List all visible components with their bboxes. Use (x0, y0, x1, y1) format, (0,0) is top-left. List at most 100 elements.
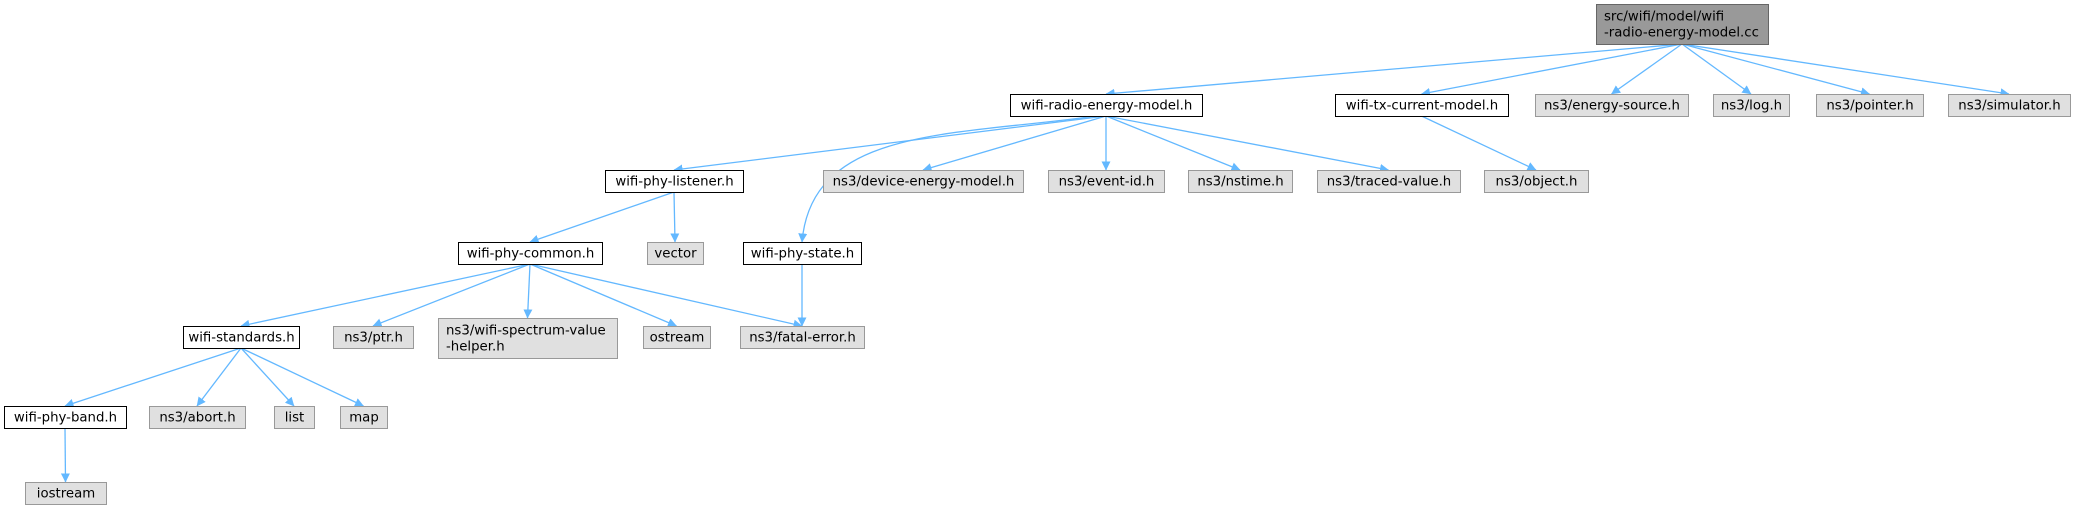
node-box (605, 170, 744, 193)
edge-wifi-phy-common-h-to-ns3-fatal-error-h (529, 263, 803, 329)
node-label: map (349, 411, 379, 426)
node-box (1188, 170, 1293, 193)
node-wifi-phy-common-h[interactable]: wifi-phy-common.h (458, 242, 603, 265)
edge-wifi-standards-h-to-wifi-phy-band-h (64, 347, 242, 408)
edge-root-to-ns3-energy-source-h (1611, 43, 1683, 95)
node-box (1596, 4, 1769, 45)
node-root[interactable]: src/wifi/model/wifi-radio-energy-model.c… (1596, 4, 1769, 45)
edge-wifi-tx-current-model-h-to-ns3-object-h (1421, 115, 1537, 171)
node-ns3-log-h: ns3/log.h (1713, 94, 1790, 117)
node-ns3-nstime-h: ns3/nstime.h (1188, 170, 1293, 193)
node-box (1535, 94, 1689, 117)
edge-root-to-ns3-log-h (1681, 43, 1752, 95)
edge-wifi-phy-common-h-to-ns3-ptr-h (372, 263, 531, 328)
node-label: wifi-phy-listener.h (615, 175, 733, 190)
edge-wifi-radio-energy-model-h-to-ns3-nstime-h (1105, 115, 1241, 171)
node-label: ns3/log.h (1721, 99, 1782, 114)
node-ostream: ostream (643, 326, 711, 349)
node-vector: vector (647, 242, 704, 265)
node-label: list (285, 411, 305, 426)
node-map: map (340, 406, 388, 429)
node-box (438, 318, 618, 359)
node-box (1713, 94, 1790, 117)
node-box (743, 242, 862, 265)
edge-wifi-radio-energy-model-h-to-wifi-phy-listener-h (673, 115, 1107, 174)
node-ns3-device-energy-model-h: ns3/device-energy-model.h (823, 170, 1024, 193)
node-box (823, 170, 1024, 193)
node-label: wifi-tx-current-model.h (1346, 99, 1498, 114)
node-ns3-energy-source-h: ns3/energy-source.h (1535, 94, 1689, 117)
node-label: ns3/ptr.h (344, 331, 403, 346)
node-box (1048, 170, 1165, 193)
edge-wifi-phy-common-h-to-ostream (529, 263, 677, 327)
node-label: -radio-energy-model.cc (1604, 26, 1759, 41)
node-ns3-ptr-h: ns3/ptr.h (333, 326, 414, 349)
edge-wifi-phy-common-h-to-wifi-standards-h (240, 263, 531, 329)
node-box (183, 326, 300, 349)
node-label: src/wifi/model/wifi (1604, 10, 1724, 25)
node-ns3-fatal-error-h: ns3/fatal-error.h (740, 326, 865, 349)
node-label: ns3/pointer.h (1826, 99, 1913, 114)
node-box (1484, 170, 1589, 193)
edge-wifi-standards-h-to-ns3-abort-h (196, 347, 242, 407)
node-box (647, 242, 704, 265)
nodes-layer: src/wifi/model/wifi-radio-energy-model.c… (4, 4, 2071, 505)
node-label: ns3/event-id.h (1059, 175, 1155, 190)
node-label: ns3/fatal-error.h (749, 331, 856, 346)
node-label: wifi-standards.h (188, 331, 294, 346)
edge-wifi-standards-h-to-map (240, 347, 364, 407)
node-wifi-phy-band-h[interactable]: wifi-phy-band.h (4, 406, 127, 429)
node-box (149, 406, 246, 429)
node-label: -helper.h (446, 340, 505, 355)
node-ns3-pointer-h: ns3/pointer.h (1816, 94, 1924, 117)
node-ns3-event-id-h: ns3/event-id.h (1048, 170, 1165, 193)
node-wifi-phy-state-h[interactable]: wifi-phy-state.h (743, 242, 862, 265)
edge-wifi-radio-energy-model-h-to-wifi-phy-state-h (798, 115, 1097, 243)
edge-wifi-radio-energy-model-h-to-ns3-device-energy-model-h (922, 115, 1107, 172)
edge-root-to-ns3-simulator-h (1681, 43, 2010, 98)
node-label: ostream (650, 331, 705, 346)
node-label: vector (654, 247, 697, 262)
node-label: ns3/energy-source.h (1544, 99, 1680, 114)
edge-wifi-radio-energy-model-h-to-ns3-traced-value-h (1105, 115, 1389, 173)
node-label: ns3/simulator.h (1958, 99, 2060, 114)
node-label: ns3/object.h (1496, 175, 1578, 190)
node-box (1335, 94, 1509, 117)
edge-wifi-phy-listener-h-to-vector (670, 191, 680, 243)
node-box (740, 326, 865, 349)
node-label: wifi-phy-state.h (751, 247, 854, 262)
edge-root-to-ns3-pointer-h (1681, 43, 1870, 97)
node-box (333, 326, 414, 349)
node-label: ns3/nstime.h (1197, 175, 1283, 190)
node-ns3-traced-value-h: ns3/traced-value.h (1317, 170, 1461, 193)
node-wifi-tx-current-model-h[interactable]: wifi-tx-current-model.h (1335, 94, 1509, 117)
node-list: list (274, 406, 315, 429)
node-label: iostream (37, 487, 95, 502)
node-box (274, 406, 315, 429)
node-wifi-standards-h[interactable]: wifi-standards.h (183, 326, 300, 349)
node-label: wifi-radio-energy-model.h (1021, 99, 1193, 114)
node-box (643, 326, 711, 349)
node-box (458, 242, 603, 265)
edge-wifi-standards-h-to-list (240, 347, 295, 407)
edge-wifi-phy-band-h-to-iostream (60, 427, 70, 483)
node-label: ns3/device-energy-model.h (833, 175, 1015, 190)
edge-root-to-wifi-radio-energy-model-h (1105, 43, 1683, 98)
node-label: ns3/wifi-spectrum-value (446, 324, 606, 339)
node-wifi-phy-listener-h[interactable]: wifi-phy-listener.h (605, 170, 744, 193)
node-box (1010, 94, 1203, 117)
node-wifi-radio-energy-model-h[interactable]: wifi-radio-energy-model.h (1010, 94, 1203, 117)
edge-wifi-phy-listener-h-to-wifi-phy-common-h (529, 191, 675, 244)
edge-root-to-wifi-tx-current-model-h (1421, 43, 1683, 97)
node-label: ns3/abort.h (159, 411, 235, 426)
node-label: wifi-phy-common.h (467, 247, 595, 262)
node-box (1948, 94, 2071, 117)
node-ns3-simulator-h: ns3/simulator.h (1948, 94, 2071, 117)
node-ns3-wifi-spectrum-value-helper-h: ns3/wifi-spectrum-value-helper.h (438, 318, 618, 359)
node-iostream: iostream (25, 482, 107, 505)
node-box (25, 482, 107, 505)
node-box (1317, 170, 1461, 193)
node-label: wifi-phy-band.h (14, 411, 117, 426)
node-ns3-abort-h: ns3/abort.h (149, 406, 246, 429)
